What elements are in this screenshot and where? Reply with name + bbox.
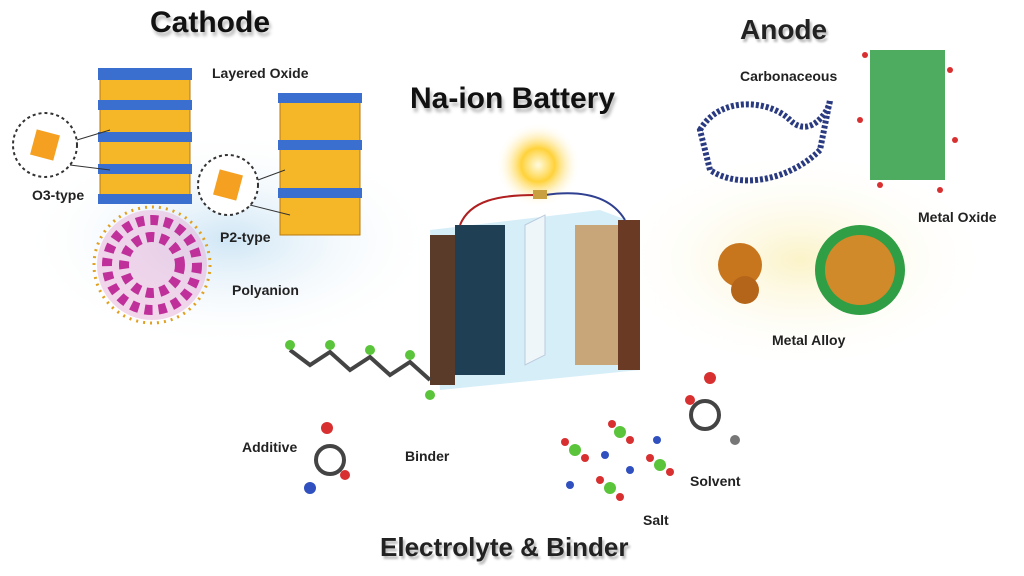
metal-oxide-structure [857, 50, 958, 193]
sun-light [496, 123, 580, 207]
anode-heading: Anode [740, 14, 828, 45]
metal-alloy-structure [718, 225, 905, 315]
battery-cell [430, 190, 640, 390]
page-title: Na-ion Battery [410, 82, 616, 115]
additive-molecule [304, 422, 350, 494]
carbonaceous-label: Carbonaceous [740, 68, 838, 84]
metal-alloy-label: Metal Alloy [772, 332, 846, 348]
p2-type-label: P2-type [220, 229, 271, 245]
anode-glow [610, 150, 990, 370]
additive-label: Additive [242, 439, 298, 455]
solvent-label: Solvent [690, 473, 741, 489]
polyanion-structure [92, 205, 212, 325]
o3-type-label: O3-type [32, 187, 85, 203]
electrolyte-binder-heading: Electrolyte & Binder [380, 532, 629, 562]
layered-oxide-label: Layered Oxide [212, 65, 309, 81]
carbonaceous-structure [696, 99, 833, 184]
binder-molecule [285, 340, 435, 400]
o3-layered-oxide-structure [98, 68, 192, 204]
salt-label: Salt [643, 512, 669, 528]
salt-molecules [561, 420, 674, 501]
binder-label: Binder [405, 448, 450, 464]
solvent-molecule [685, 372, 740, 445]
metal-oxide-label: Metal Oxide [918, 209, 997, 225]
p2-layered-oxide-structure [278, 93, 362, 236]
cathode-heading: Cathode [150, 6, 270, 39]
polyanion-label: Polyanion [232, 282, 299, 298]
